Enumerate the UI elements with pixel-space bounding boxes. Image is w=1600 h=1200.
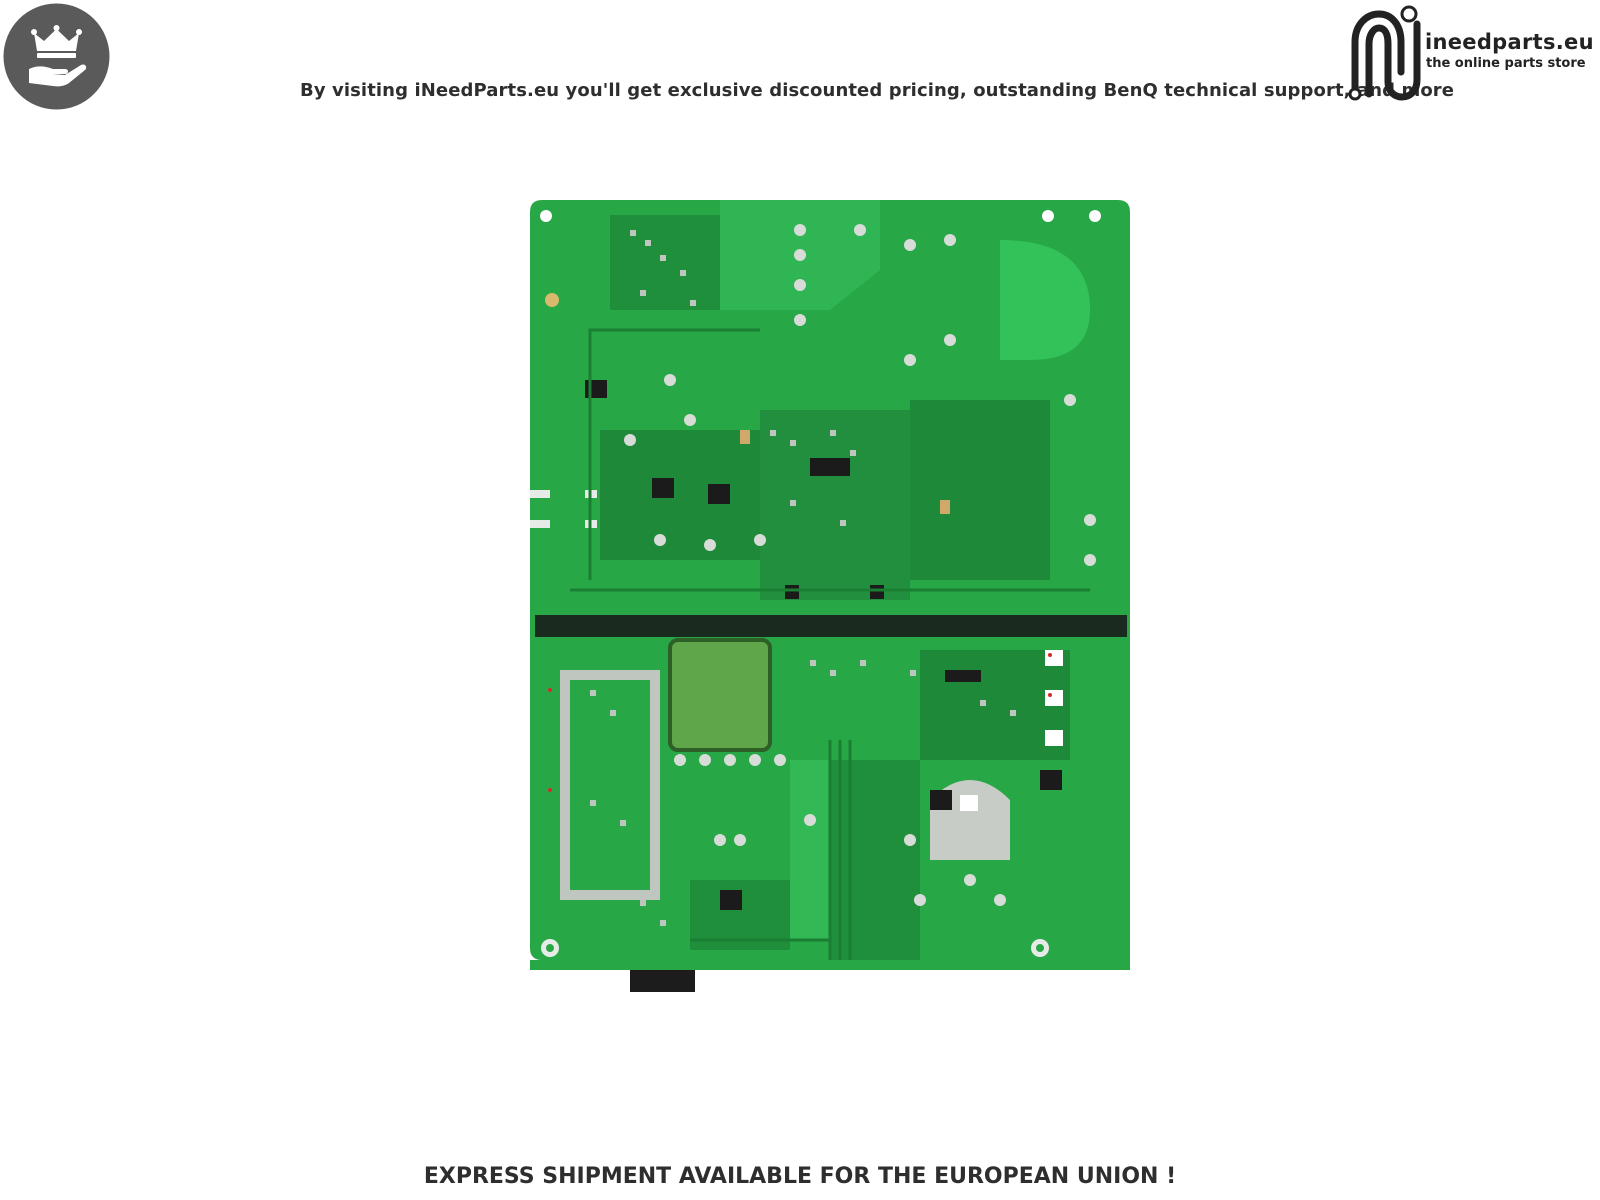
promo-tagline: By visiting iNeedParts.eu you'll get exc… [300, 80, 1455, 101]
brand-subtitle: the online parts store [1426, 56, 1586, 71]
product-image-circuit-board [530, 200, 1130, 992]
brand-name: ineedparts.eu [1425, 30, 1594, 54]
shipping-notice: EXPRESS SHIPMENT AVAILABLE FOR THE EUROP… [423, 1164, 1177, 1189]
brand-n-mark-icon [1348, 5, 1421, 101]
brand-logo[interactable]: ineedparts.eu the online parts store [1345, 2, 1595, 102]
crown-hand-badge-icon [3, 3, 110, 110]
